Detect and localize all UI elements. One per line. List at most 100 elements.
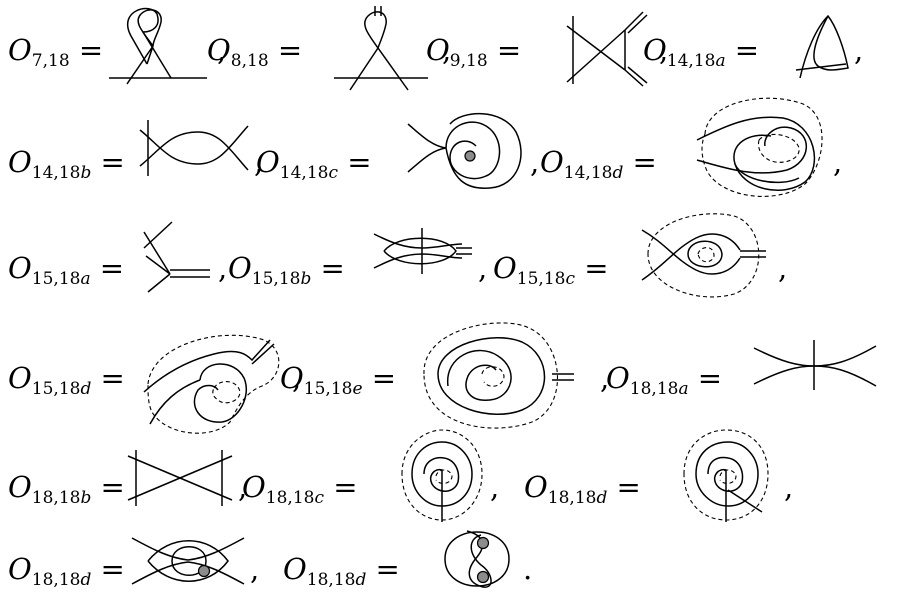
separator-comma: , bbox=[833, 145, 843, 179]
separator-comma: , bbox=[854, 33, 864, 67]
feynman-diagram-spiral-dashed bbox=[143, 334, 280, 434]
feynman-diagram-fish bbox=[139, 120, 249, 176]
feynman-diagram-lens-cross bbox=[373, 228, 472, 274]
equation-label: O18,18c = bbox=[242, 470, 358, 507]
feynman-diagram-loop-triangle bbox=[109, 7, 207, 85]
separator-comma: , bbox=[292, 361, 302, 395]
feynman-diagram-nested-dashed bbox=[696, 97, 823, 197]
operator-subscript: 18,18c bbox=[265, 488, 324, 508]
separator-comma: , bbox=[218, 251, 228, 285]
separator-comma: , bbox=[530, 145, 540, 179]
operator-symbol: O bbox=[242, 470, 266, 504]
feynman-diagram-double-loop bbox=[423, 322, 574, 429]
equals-sign: = bbox=[487, 33, 522, 67]
operator-subscript: 15,18b bbox=[251, 269, 312, 289]
equation-label: O14,18a = bbox=[643, 33, 760, 70]
equation-label: O14,18d = bbox=[540, 145, 657, 182]
separator-comma: , bbox=[254, 145, 264, 179]
feynman-diagram-leaf bbox=[795, 14, 849, 79]
operator-subscript: 18,18d bbox=[31, 570, 92, 590]
equals-sign: = bbox=[91, 470, 125, 504]
equals-sign: = bbox=[574, 251, 609, 285]
operator-subscript: 7,18 bbox=[31, 51, 70, 71]
equals-sign: = bbox=[311, 251, 345, 285]
operator-symbol: O bbox=[8, 145, 32, 179]
equals-sign: = bbox=[91, 361, 125, 395]
operator-subscript: 9,18 bbox=[449, 51, 488, 71]
equals-sign: = bbox=[90, 251, 125, 285]
separator-comma: , bbox=[478, 251, 488, 285]
operator-symbol: O bbox=[643, 33, 667, 67]
equation-label: O18,18b = bbox=[8, 470, 125, 507]
equation-label: O14,18c = bbox=[256, 145, 372, 182]
equals-sign: = bbox=[366, 552, 400, 586]
operator-symbol: O bbox=[228, 251, 252, 285]
equation-label: O15,18e = bbox=[280, 361, 397, 398]
operator-symbol: O bbox=[8, 470, 32, 504]
operator-symbol: O bbox=[283, 552, 307, 586]
feynman-diagram-lens-dot bbox=[131, 537, 245, 585]
separator-comma: , bbox=[490, 470, 500, 504]
feynman-diagram-cross-line bbox=[753, 340, 877, 390]
feynman-diagram-figure8 bbox=[444, 530, 510, 588]
equation-label: O18,18d = bbox=[524, 470, 641, 507]
operator-symbol: O bbox=[8, 361, 32, 395]
feynman-diagram-cross-triangle bbox=[566, 11, 648, 87]
separator-comma: , bbox=[600, 361, 610, 395]
feynman-diagram-nested-circle-stick2 bbox=[683, 429, 769, 522]
equation-label: O18,18d = bbox=[8, 552, 125, 589]
operator-symbol: O bbox=[207, 33, 231, 67]
separator-comma: . bbox=[523, 552, 533, 586]
operator-symbol: O bbox=[426, 33, 450, 67]
feynman-diagram-nested-circle-stick bbox=[401, 429, 483, 522]
equation-label: O15,18a = bbox=[8, 251, 125, 288]
operator-subscript: 15,18d bbox=[31, 379, 92, 399]
equals-sign: = bbox=[323, 470, 358, 504]
operator-subscript: 14,18c bbox=[279, 163, 338, 183]
equation-label: O15,18d = bbox=[8, 361, 125, 398]
equals-sign: = bbox=[91, 552, 125, 586]
equation-label: O15,18c = bbox=[493, 251, 609, 288]
equals-sign: = bbox=[607, 470, 641, 504]
separator-comma: , bbox=[659, 33, 669, 67]
separator-comma: , bbox=[778, 251, 788, 285]
operator-symbol: O bbox=[524, 470, 548, 504]
operator-subscript: 18,18b bbox=[31, 488, 92, 508]
feynman-diagram-x-bars bbox=[127, 450, 233, 506]
operator-subscript: 8,18 bbox=[230, 51, 269, 71]
equals-sign: = bbox=[268, 33, 303, 67]
separator-comma: , bbox=[784, 470, 794, 504]
equals-sign: = bbox=[362, 361, 397, 395]
operator-symbol: O bbox=[280, 361, 304, 395]
separator-comma: , bbox=[442, 33, 452, 67]
operator-symbol: O bbox=[493, 251, 517, 285]
feynman-diagram-spiral-dot bbox=[407, 113, 522, 189]
operator-subscript: 15,18a bbox=[31, 269, 91, 289]
operator-symbol: O bbox=[8, 33, 32, 67]
equation-label: O18,18d = bbox=[283, 552, 400, 589]
equals-sign: = bbox=[337, 145, 372, 179]
equation-label: O8,18 = bbox=[207, 33, 303, 70]
equation-label: O18,18a = bbox=[606, 361, 723, 398]
equals-sign: = bbox=[725, 33, 760, 67]
operator-symbol: O bbox=[540, 145, 564, 179]
operator-subscript: 15,18e bbox=[303, 379, 363, 399]
separator-comma: , bbox=[217, 33, 227, 67]
operator-subscript: 14,18a bbox=[666, 51, 726, 71]
equals-sign: = bbox=[623, 145, 657, 179]
operator-symbol: O bbox=[8, 552, 32, 586]
operator-subscript: 14,18d bbox=[563, 163, 624, 183]
feynman-diagram-lens-dashed bbox=[641, 213, 766, 298]
equation-label: O15,18b = bbox=[228, 251, 345, 288]
equals-sign: = bbox=[688, 361, 723, 395]
equation-label: O9,18 = bbox=[426, 33, 522, 70]
operator-subscript: 14,18b bbox=[31, 163, 92, 183]
separator-comma: , bbox=[250, 552, 260, 586]
equation-label: O7,18 = bbox=[8, 33, 104, 70]
operator-symbol: O bbox=[256, 145, 280, 179]
operator-symbol: O bbox=[606, 361, 630, 395]
operator-subscript: 18,18d bbox=[306, 570, 367, 590]
feynman-diagram-vertex-double bbox=[143, 221, 210, 293]
equals-sign: = bbox=[69, 33, 104, 67]
